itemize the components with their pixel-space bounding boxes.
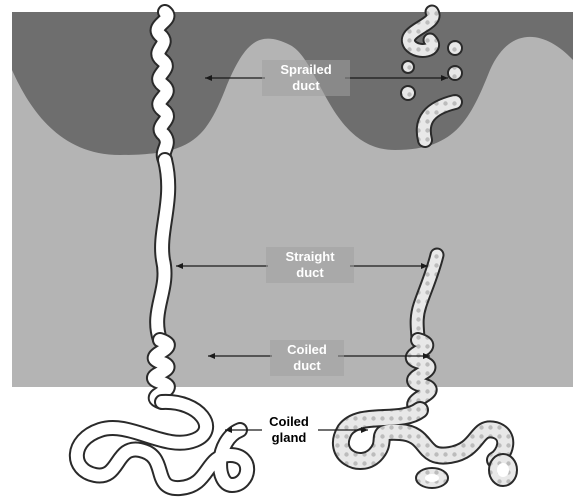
- gland-lumen: [497, 463, 509, 477]
- label-spiraled-duct-line2: duct: [266, 78, 346, 94]
- duct-cross-section: [448, 41, 462, 55]
- label-coiled-duct-line2: duct: [274, 358, 340, 374]
- label-coiled-gland: Coiled gland: [260, 414, 318, 446]
- gland-lumen: [425, 474, 439, 482]
- label-coiled-duct: Coiled duct: [270, 340, 344, 376]
- label-spiraled-duct-line1: Sprailed: [266, 62, 346, 78]
- label-coiled-duct-line1: Coiled: [274, 342, 340, 358]
- duct-cross-section: [448, 66, 462, 80]
- duct-cross-section: [401, 86, 415, 100]
- label-straight-duct-line2: duct: [270, 265, 350, 281]
- label-straight-duct: Straight duct: [266, 247, 354, 283]
- duct-cross-section: [402, 61, 414, 73]
- label-coiled-gland-line1: Coiled: [260, 414, 318, 430]
- label-spiraled-duct: Sprailed duct: [262, 60, 350, 96]
- label-coiled-gland-line2: gland: [260, 430, 318, 446]
- label-straight-duct-line1: Straight: [270, 249, 350, 265]
